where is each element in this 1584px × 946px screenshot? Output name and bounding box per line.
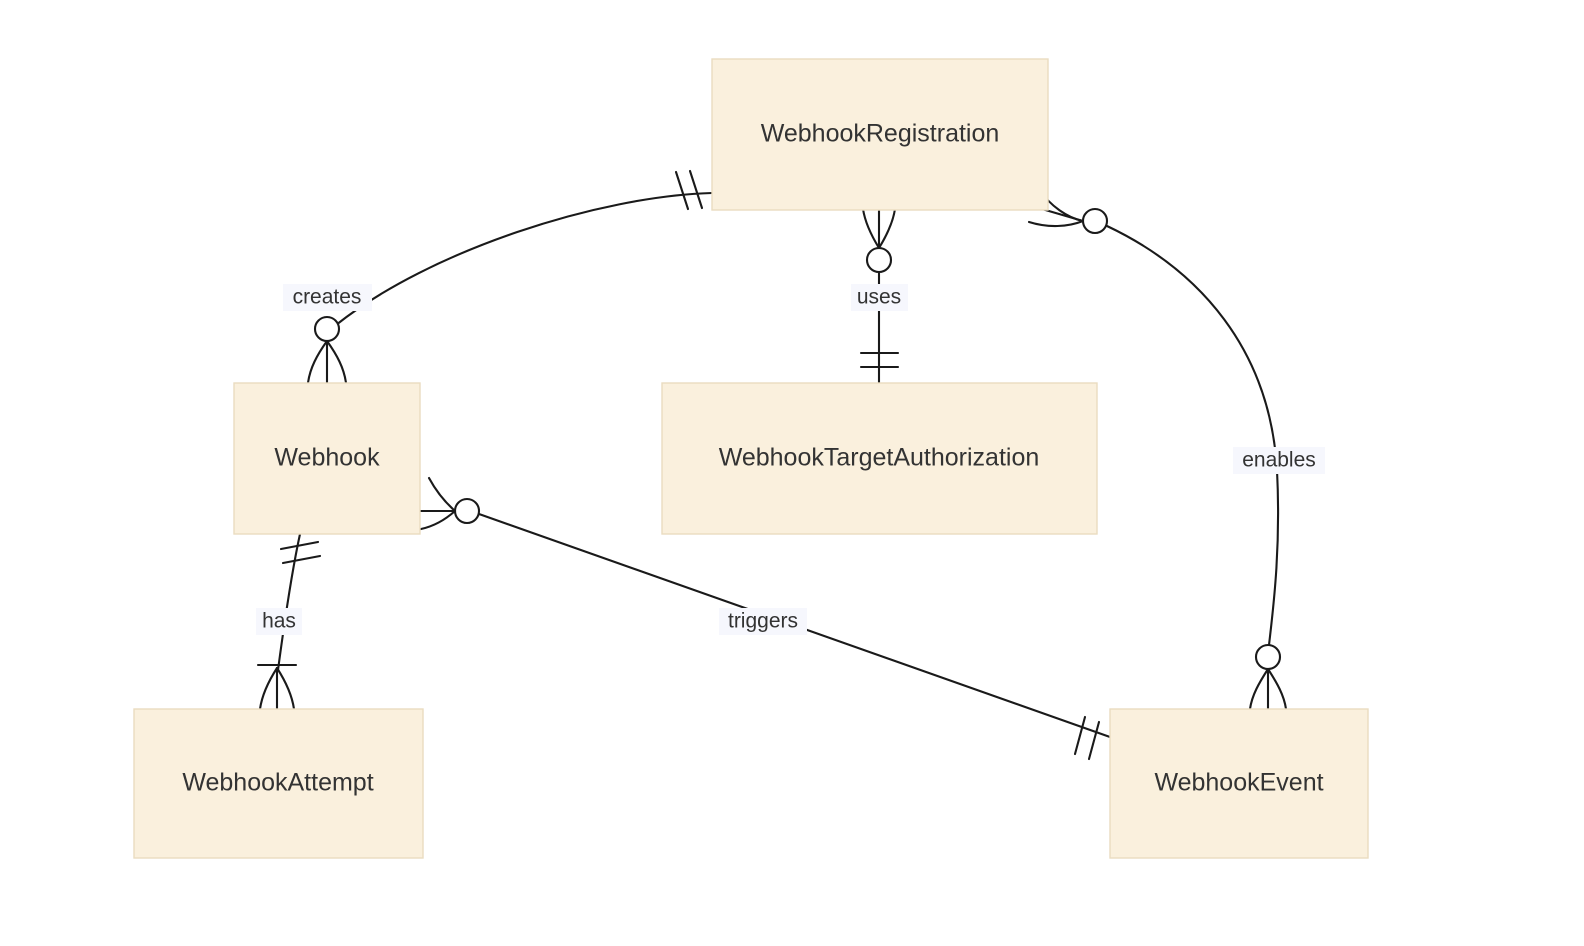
relationship-uses-label: uses (857, 286, 901, 309)
relationship-enables[interactable]: enables (1027, 188, 1325, 711)
cardinality-zero-or-many-uses-registration (861, 207, 897, 274)
relationship-triggers-label-bg (719, 608, 807, 635)
relationship-creates-label: creates (293, 286, 362, 309)
relationship-enables-label: enables (1242, 449, 1316, 472)
cardinality-zero-or-many-enables-event (1248, 643, 1288, 711)
relationship-triggers-label: triggers (728, 610, 798, 633)
relationship-enables-line (1105, 224, 1280, 647)
entity-webhook-target-authorization-label: WebhookTargetAuthorization (719, 444, 1040, 472)
relationship-has-label-bg (256, 608, 302, 635)
relationship-enables-label-bg (1233, 447, 1325, 474)
relationship-creates-label-bg (283, 284, 372, 311)
entity-webhook-registration[interactable]: WebhookRegistration (711, 58, 1049, 211)
entity-webhook-target-authorization-box (661, 382, 1098, 535)
entity-webhook-box (233, 382, 421, 535)
relationship-uses[interactable]: uses (851, 207, 908, 385)
entity-webhook-attempt-label: WebhookAttempt (182, 769, 373, 797)
entity-webhook-attempt[interactable]: WebhookAttempt (133, 708, 424, 859)
relationship-has[interactable]: has (256, 532, 322, 711)
entity-webhook-registration-label: WebhookRegistration (761, 120, 1000, 148)
cardinality-exactly-one-creates-registration (674, 169, 704, 211)
cardinality-exactly-one-has-webhook (279, 540, 322, 565)
entity-webhook-target-authorization[interactable]: WebhookTargetAuthorization (661, 382, 1098, 535)
entity-webhook-event[interactable]: WebhookEvent (1109, 708, 1369, 859)
cardinality-zero-or-many-creates-webhook (306, 315, 348, 385)
cardinality-one-or-many-has-attempt (256, 663, 298, 711)
entity-webhook-label: Webhook (274, 444, 380, 472)
entity-webhook-registration-box (711, 58, 1049, 211)
relationship-has-label: has (262, 610, 296, 633)
relationship-triggers[interactable]: triggers (418, 476, 1112, 761)
relationship-uses-label-bg (851, 284, 908, 311)
entity-webhook-event-label: WebhookEvent (1154, 769, 1323, 797)
entity-webhook[interactable]: Webhook (233, 382, 421, 535)
cardinality-exactly-one-triggers-event (1073, 715, 1101, 761)
relationship-creates[interactable]: creates (283, 169, 714, 385)
cardinality-zero-or-many-triggers-webhook (418, 476, 481, 531)
entity-webhook-event-box (1109, 708, 1369, 859)
entity-webhook-attempt-box (133, 708, 424, 859)
relationship-creates-line (334, 191, 714, 327)
relationship-has-line (276, 532, 302, 672)
cardinality-exactly-one-uses-target-auth (859, 351, 900, 369)
